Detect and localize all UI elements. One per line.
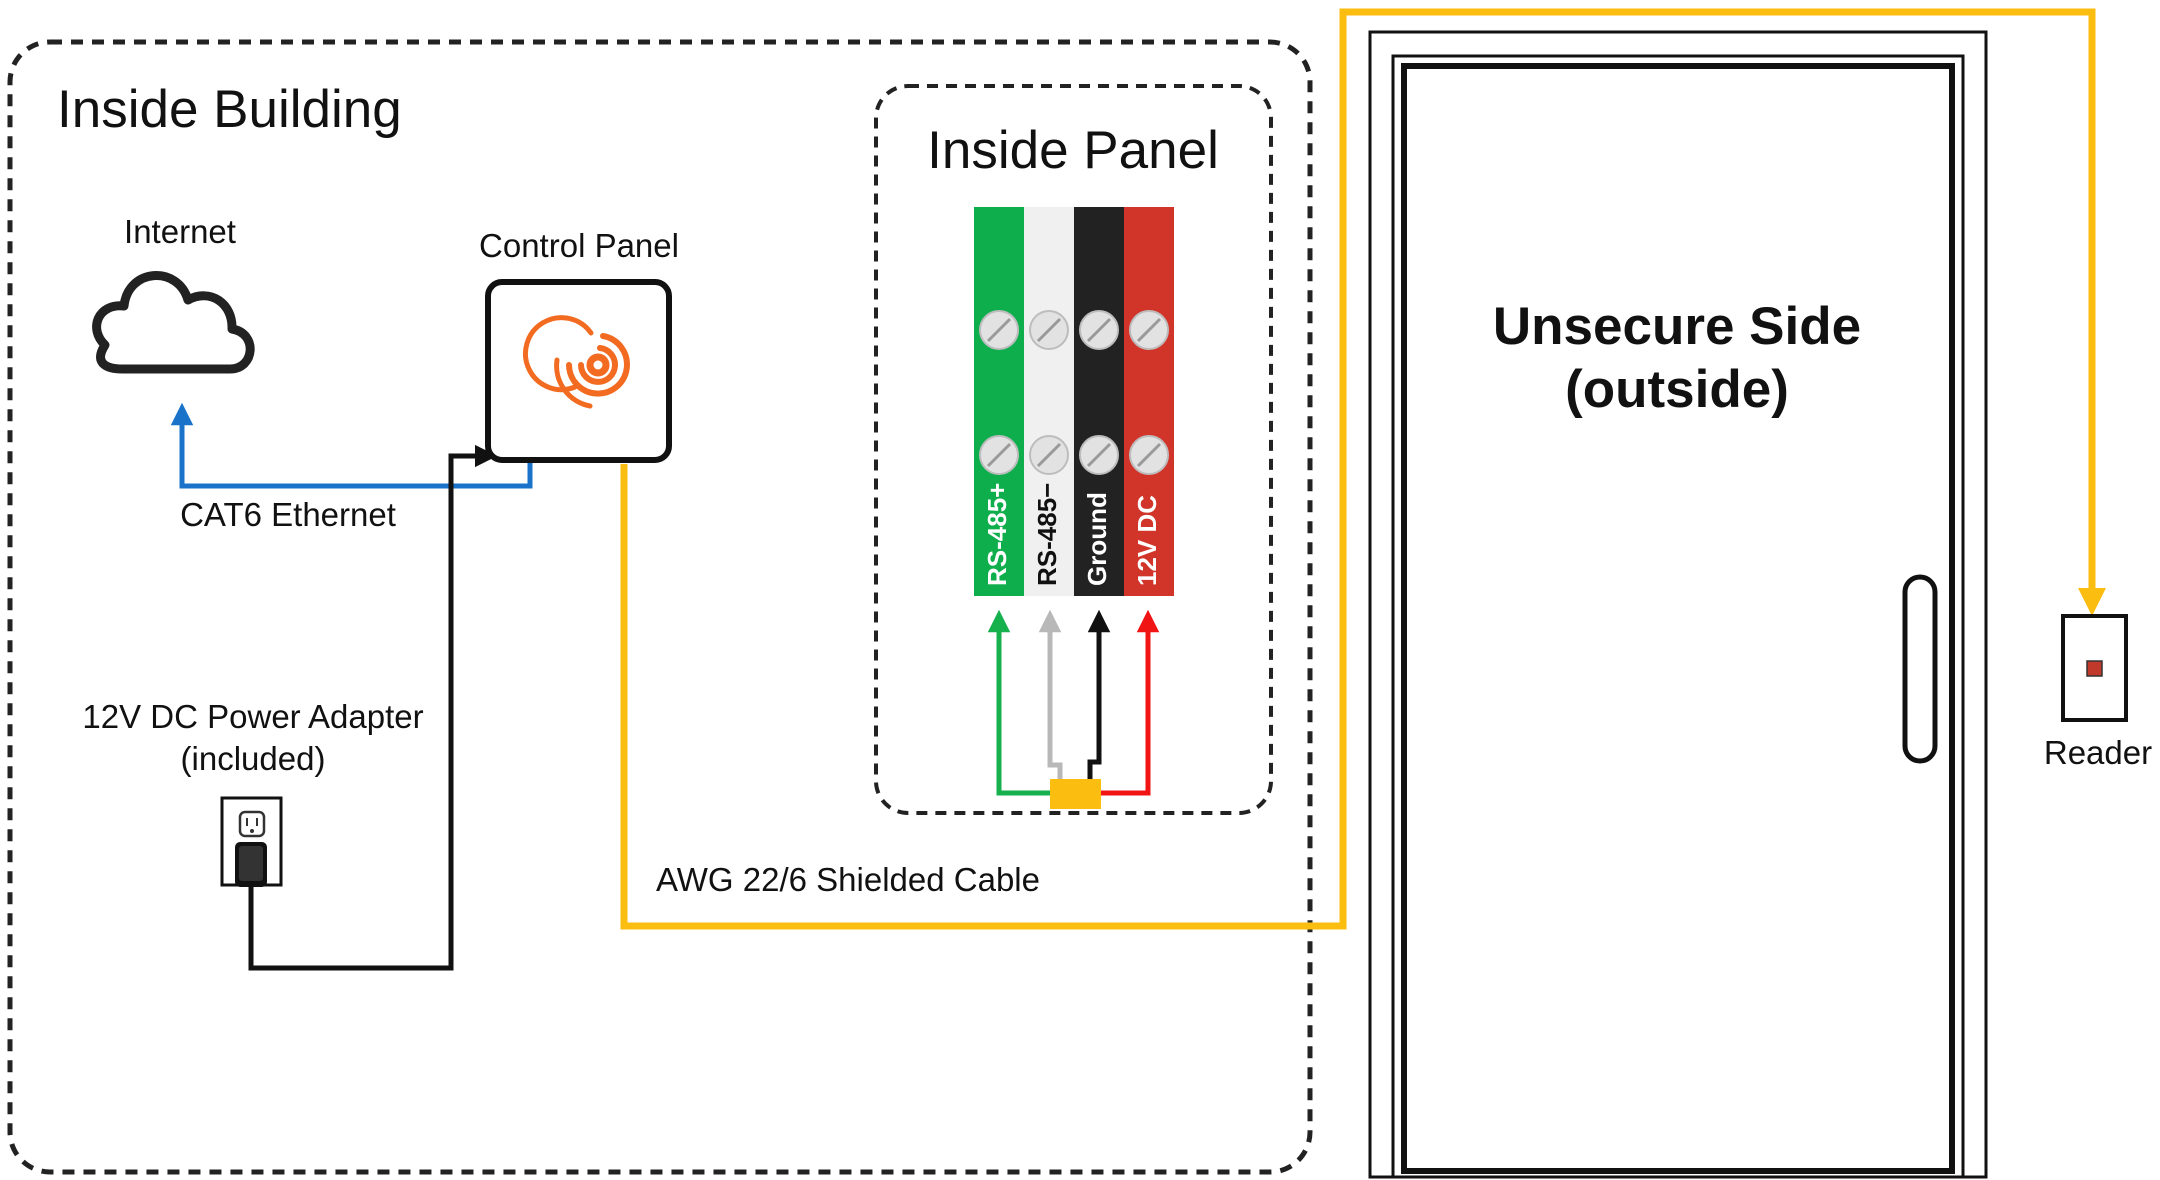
control-panel-box xyxy=(485,279,672,463)
inside-building-boundary xyxy=(7,39,1313,1175)
inside-panel-boundary xyxy=(874,84,1273,815)
reader-label: Reader xyxy=(2044,734,2152,771)
shielded-cable-label: AWG 22/6 Shielded Cable xyxy=(656,861,1040,898)
terminal-screw-icon xyxy=(1079,310,1119,350)
terminal-screw-icon xyxy=(1029,435,1069,475)
wire-rs485-plus xyxy=(987,609,1051,796)
shielded-cable-wire xyxy=(620,8,2106,930)
wire-rs485-minus xyxy=(1038,609,1063,780)
door-panel xyxy=(1401,63,1955,1174)
control-panel-label: Control Panel xyxy=(479,227,679,264)
power-adapter-label-line1: 12V DC Power Adapter xyxy=(82,698,423,735)
power-wire xyxy=(248,444,498,971)
control-panel-logo-icon xyxy=(523,315,630,409)
terminal-strip-rs-485 xyxy=(974,207,1024,596)
cloud-icon xyxy=(92,271,255,374)
unsecure-side-label-line1: Unsecure Side xyxy=(1493,297,1861,356)
terminal-strip-rs-485 xyxy=(1024,207,1074,596)
terminal-label-ground: Ground xyxy=(1082,492,1112,586)
terminal-screw-icon xyxy=(1129,310,1169,350)
terminal-screw-icon xyxy=(979,435,1019,475)
power-outlet-icon xyxy=(220,796,283,887)
terminal-block: RS-485+ RS-485− Ground 12V DC xyxy=(974,207,1174,596)
internet-label: Internet xyxy=(124,213,236,250)
door-handle-icon xyxy=(1902,574,1938,764)
terminal-screw-icon xyxy=(979,310,1019,350)
wire-ground xyxy=(1087,609,1111,780)
door-frame-inner xyxy=(1391,54,1965,1179)
reader-led-icon xyxy=(2086,660,2103,677)
power-adapter-label-line2: (included) xyxy=(181,740,326,777)
unsecure-side-label-line2: (outside) xyxy=(1565,360,1789,419)
terminal-strip-12v-dc xyxy=(1124,207,1174,596)
terminal-label-12v-dc: 12V DC xyxy=(1132,495,1162,586)
cat6-ethernet-wire xyxy=(170,402,533,489)
inside-building-title: Inside Building xyxy=(57,80,402,139)
door-frame-outer xyxy=(1368,30,1988,1179)
wire-12v-dc xyxy=(1099,609,1160,796)
terminal-screw-icon xyxy=(1029,310,1069,350)
terminal-screw-icon xyxy=(1129,435,1169,475)
terminal-label-rs-485: RS-485+ xyxy=(982,483,1012,586)
terminal-screw-icon xyxy=(1079,435,1119,475)
terminal-label-rs-485: RS-485− xyxy=(1032,483,1062,586)
inside-panel-title: Inside Panel xyxy=(927,121,1219,180)
wire-splice xyxy=(1050,779,1101,809)
cat6-ethernet-label: CAT6 Ethernet xyxy=(180,496,396,533)
terminal-strip-ground xyxy=(1074,207,1124,596)
